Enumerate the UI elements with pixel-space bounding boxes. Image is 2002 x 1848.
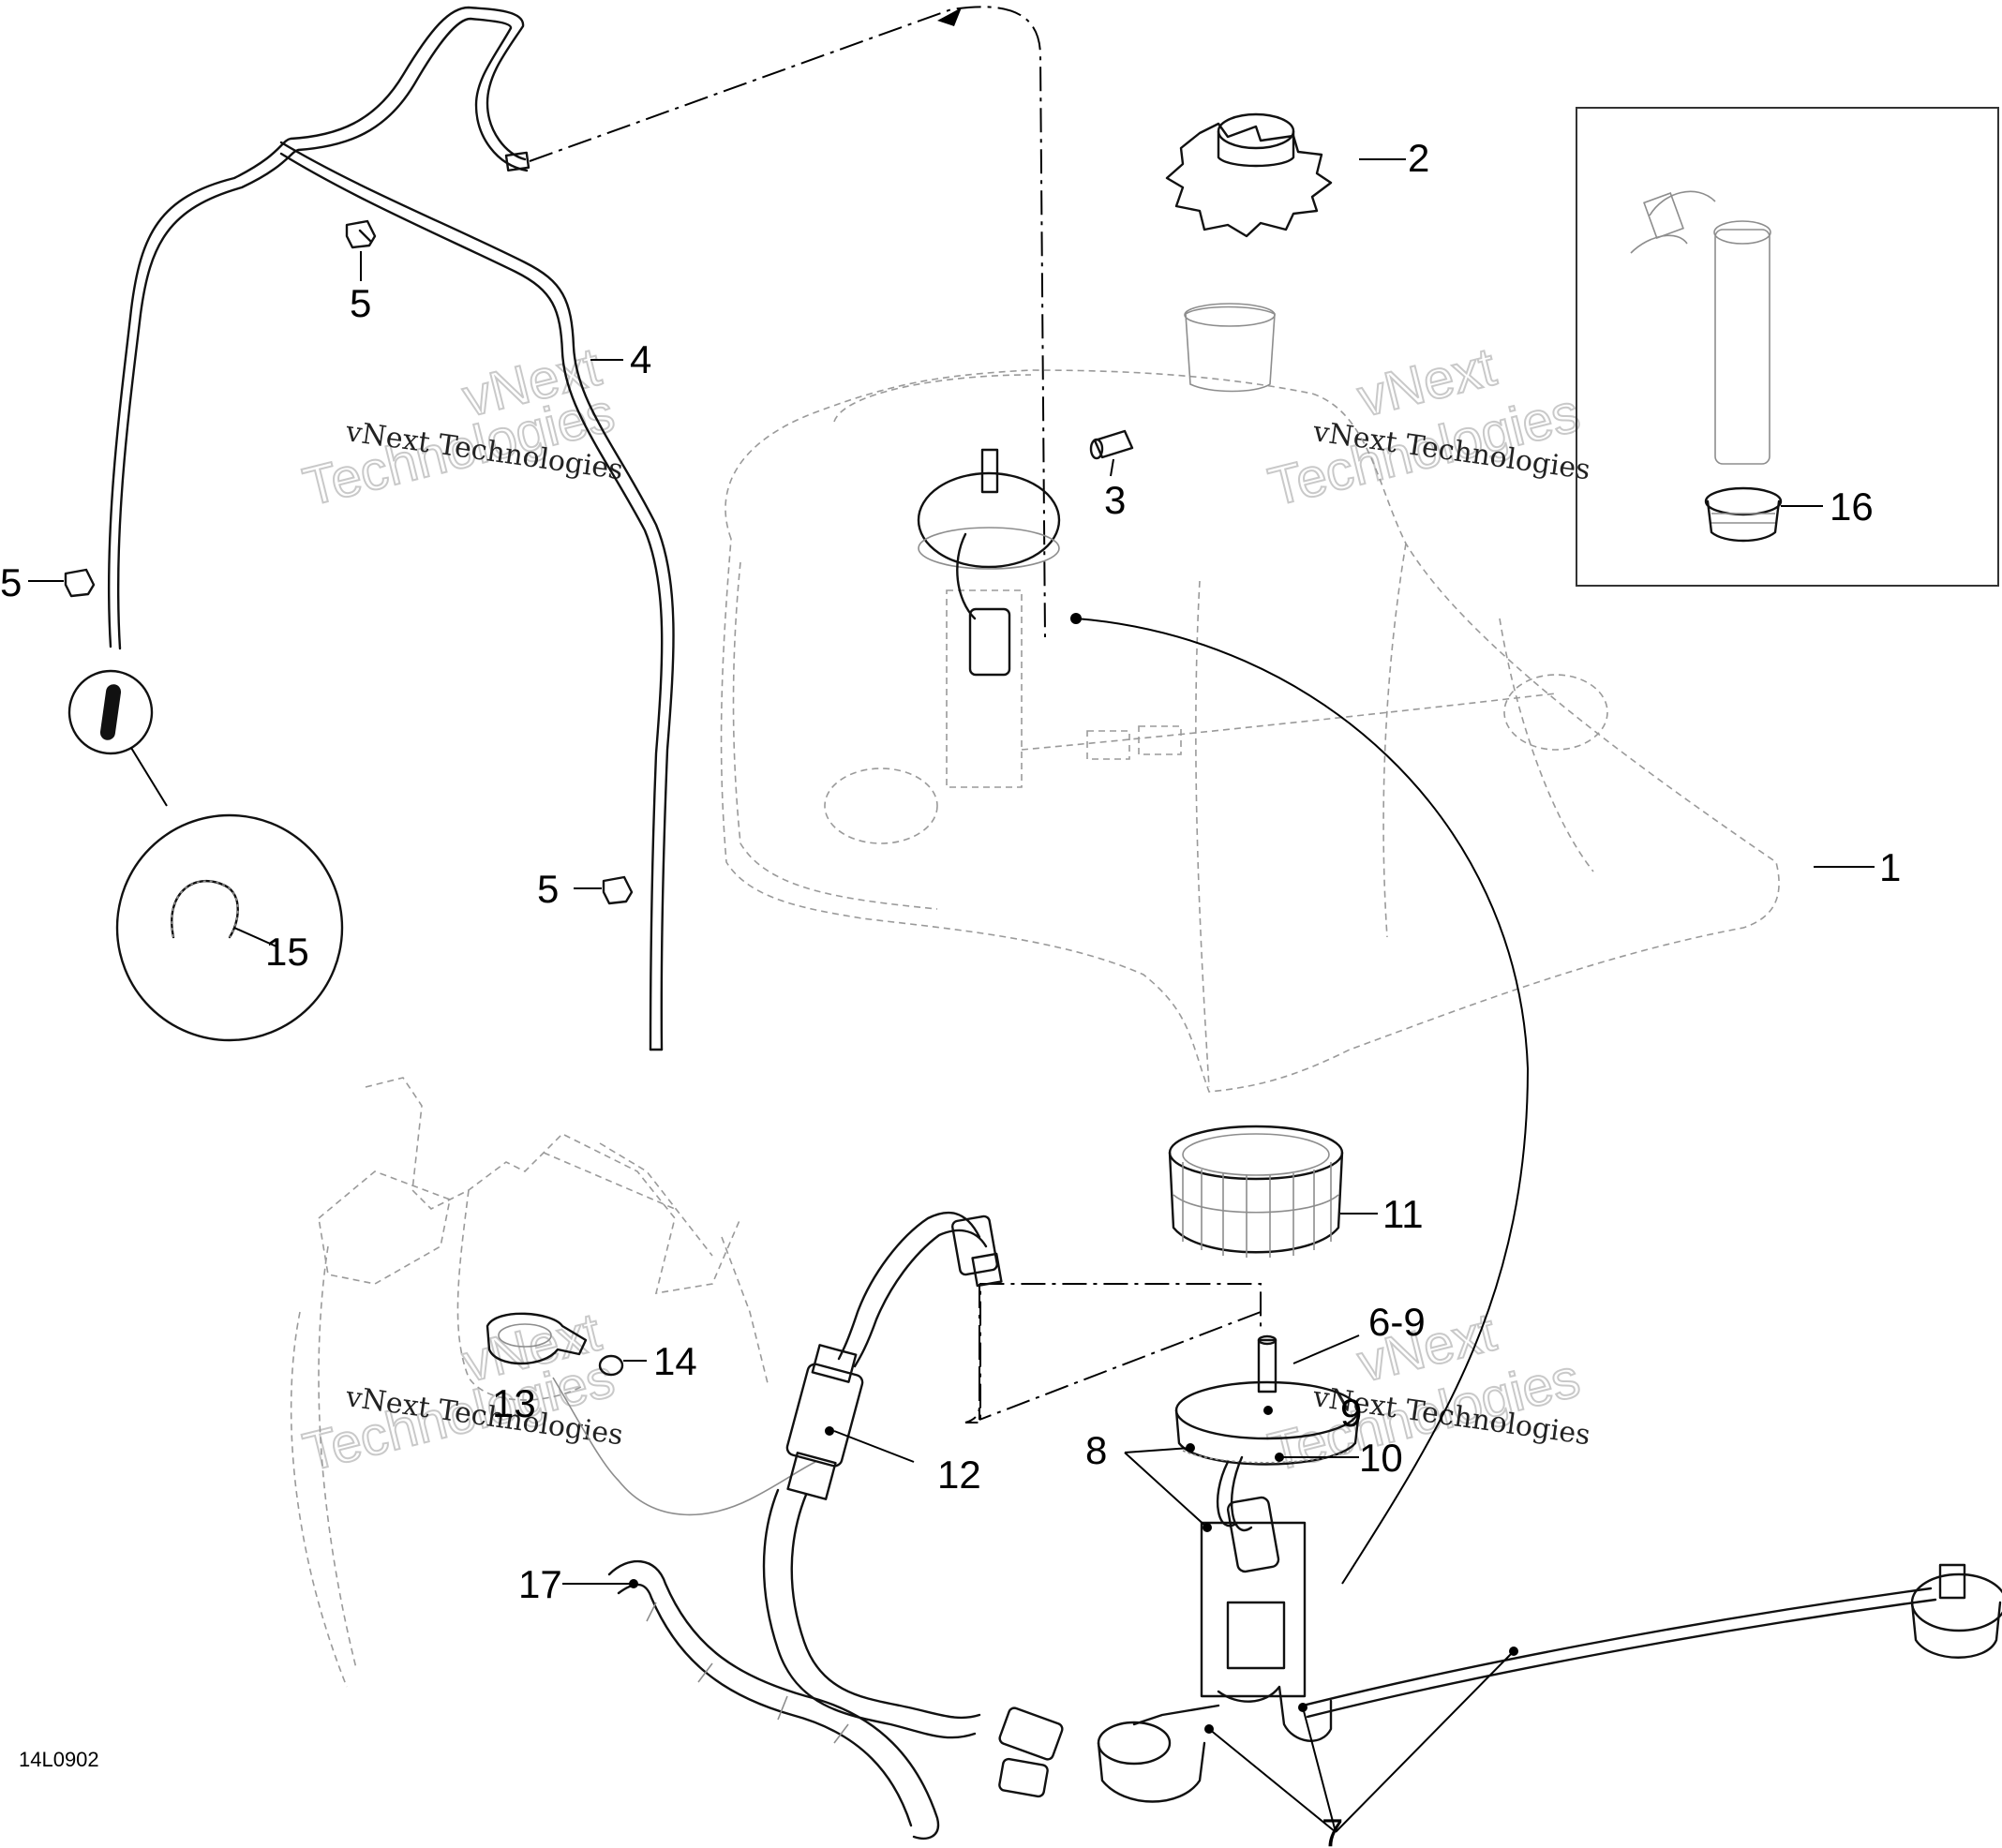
callout-2: 2 bbox=[1408, 136, 1429, 180]
callout-12: 12 bbox=[937, 1453, 981, 1497]
bracket-part-13 bbox=[486, 1312, 816, 1516]
clip-part-5-lower bbox=[574, 875, 634, 905]
callout-11: 11 bbox=[1382, 1192, 1424, 1236]
callout-5-lower: 5 bbox=[537, 867, 559, 911]
callout-16: 16 bbox=[1830, 484, 1874, 529]
locking-ring-part-11 bbox=[1168, 1125, 1378, 1258]
inset-box-part-16 bbox=[1576, 107, 1999, 587]
nut-part-14 bbox=[598, 1354, 647, 1377]
watermark-bottom-right: Technologies vNext vNext Technologies bbox=[1262, 1301, 1591, 1484]
callout-4: 4 bbox=[630, 337, 651, 381]
hose-part-17 bbox=[562, 1560, 940, 1840]
callout-5-top: 5 bbox=[350, 281, 371, 325]
clip-part-5-top bbox=[345, 219, 377, 281]
callout-10: 10 bbox=[1359, 1436, 1403, 1480]
callout-14: 14 bbox=[653, 1339, 697, 1383]
callout-6-9: 6-9 bbox=[1368, 1300, 1426, 1344]
connection-line-pump bbox=[964, 1283, 1262, 1423]
fuel-tank-part-1 bbox=[720, 303, 1875, 1093]
callout-13: 13 bbox=[492, 1381, 536, 1425]
callout-9: 9 bbox=[1340, 1391, 1362, 1435]
callout-15: 15 bbox=[265, 930, 309, 974]
callout-3: 3 bbox=[1104, 478, 1126, 522]
vent-hose-part-4 bbox=[107, 6, 675, 1051]
detail-view-part-15 bbox=[67, 669, 344, 1042]
callout-1: 1 bbox=[1879, 845, 1901, 889]
callout-5-left: 5 bbox=[0, 560, 22, 604]
drawing-code: 14L0902 bbox=[19, 1748, 99, 1771]
fuel-pump-module-parts-6-9 bbox=[1097, 1334, 2002, 1833]
connection-line-pump-to-hose bbox=[979, 1284, 1262, 1421]
connection-line-vent bbox=[529, 6, 1046, 638]
fitting-part-3 bbox=[1089, 429, 1134, 460]
clip-part-5-left bbox=[28, 568, 96, 598]
watermark-top-right: Technologies vNext vNext Technologies bbox=[1262, 335, 1591, 519]
installed-pump-ghost bbox=[824, 448, 1608, 1585]
tank-cap-part-2 bbox=[1165, 112, 1406, 238]
arrowhead-icon bbox=[937, 7, 962, 26]
callout-7: 7 bbox=[1322, 1811, 1343, 1848]
callout-8: 8 bbox=[1085, 1428, 1107, 1472]
fuel-filter-part-12 bbox=[762, 1211, 1064, 1798]
callout-17: 17 bbox=[518, 1562, 562, 1606]
vehicle-frame-ghost bbox=[290, 1077, 769, 1688]
watermark-bottom-left: Technologies vNext vNext Technologies bbox=[296, 1301, 624, 1484]
